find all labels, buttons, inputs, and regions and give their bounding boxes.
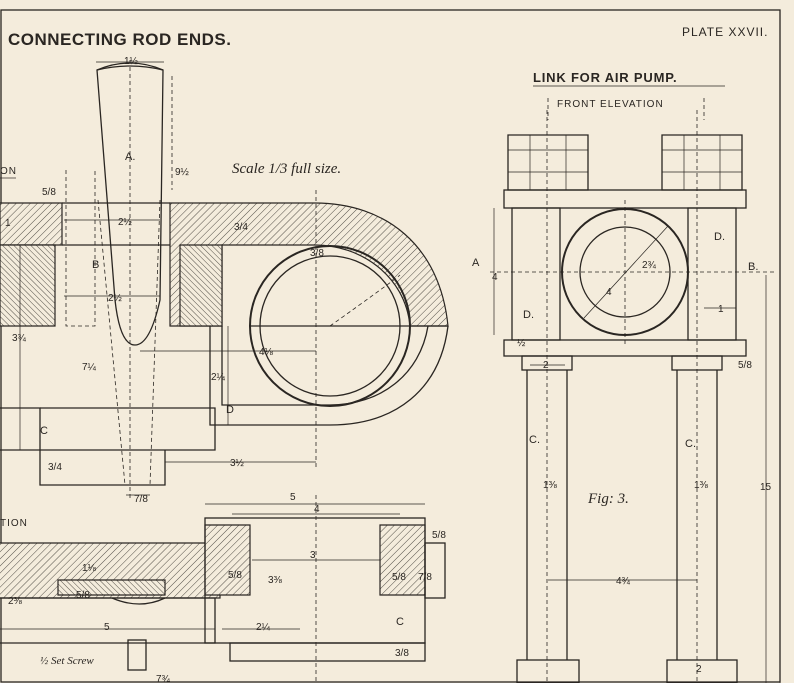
strap-lower-outline: [209, 325, 449, 426]
rod-left-base: [516, 659, 580, 683]
pump-label-d-right: D.: [714, 231, 725, 243]
dim-text-16: 4: [314, 504, 320, 515]
rod-end-plan-view: 5 4 3 3⅜ 5/8 5/8 5/8 7/8 1⅛ 5/8 2⅜ 5 2¼ …: [0, 492, 446, 683]
dim-text-15: 5: [290, 492, 296, 503]
pump-dim-text-4: 1: [718, 304, 724, 315]
strap-brass-section: [179, 244, 223, 327]
dim-text-3: 5/8: [42, 187, 56, 198]
cotter-hidden: [97, 199, 161, 486]
pump-dim-text-3: 4: [606, 287, 612, 298]
dim-text-27: 2¼: [256, 621, 271, 633]
dim-text-13: 3½: [230, 458, 245, 469]
left-view-label-top: ON: [0, 166, 17, 177]
dim-text-21: 5/8: [392, 572, 406, 583]
strap-section-left-lower: [0, 244, 56, 327]
rod-right-base: [666, 659, 738, 683]
dim-text-23: 1⅛: [82, 563, 97, 574]
pump-dim-text-7: 5/8: [738, 360, 752, 371]
plate-number: PLATE XXVII.: [682, 25, 768, 39]
dim-text-26: 5: [104, 622, 110, 633]
nut-left: [507, 134, 589, 191]
radius-line: [329, 274, 401, 327]
connecting-rod-end-view: 1½ 9½ 5/8 2½ 2½ 3/4 3/8 3¾ 7¼ 4⅛ 2¼ 3/4 …: [0, 56, 449, 505]
plan-rod-body: [0, 597, 216, 644]
left-view-label-bottom: TION: [0, 518, 28, 529]
air-pump-link-view: LINK FOR AIR PUMP. FRONT ELEVATION: [472, 70, 775, 683]
pump-dim-text-1: 4: [492, 272, 498, 283]
bush-base: [229, 642, 426, 662]
dim-text-30: 1: [5, 218, 11, 229]
pump-label-c-right: C.: [685, 438, 696, 450]
pump-dim-text-9: 1⅜: [694, 480, 709, 491]
scale-note: Scale 1/3 full size.: [232, 161, 341, 177]
dim-text-29: 7¾: [156, 674, 171, 683]
pump-dim-text-11: 4¾: [616, 576, 631, 587]
dim-text-20: 5/8: [228, 570, 242, 581]
pump-title: LINK FOR AIR PUMP.: [533, 70, 677, 85]
dim-text-19: 5/8: [432, 530, 446, 541]
strap-edges: [62, 202, 170, 246]
pump-dim-text-2: 2¾: [642, 260, 657, 271]
plan-cotter-section: [57, 579, 166, 596]
dim-text-14: 7/8: [134, 494, 148, 505]
dim-text-25: 2⅜: [8, 596, 23, 607]
pump-dim-text-6: 2: [543, 360, 549, 371]
pump-subtitle: FRONT ELEVATION: [557, 99, 664, 110]
bush-flange: [424, 542, 446, 599]
nut-right-facets: [662, 135, 742, 190]
rod-body-main: [40, 407, 216, 451]
rod-left: [526, 370, 568, 660]
dim-text-12: 3/4: [48, 462, 62, 473]
pump-dim-text-5: ½: [517, 338, 526, 349]
dim-text-2: 9½: [175, 167, 190, 178]
dim-text-11: 2¼: [211, 371, 226, 383]
link-side-right: [687, 207, 737, 341]
dim-text-24: 5/8: [76, 590, 90, 601]
dim-text-8: 3¾: [12, 333, 27, 344]
rod-right: [676, 370, 718, 660]
dim-text-1: 1½: [124, 56, 139, 67]
link-bore-inner: [579, 226, 671, 318]
dim-text-18: 3⅜: [268, 575, 283, 586]
dim-text-9: 7¼: [82, 361, 97, 373]
set-screw: [127, 639, 147, 671]
pump-label-c-left: C.: [529, 434, 540, 446]
bush-right-section: [379, 524, 426, 596]
gib: [65, 170, 96, 327]
plate-title: CONNECTING ROD ENDS.: [8, 30, 231, 49]
dim-text-17: 3: [310, 550, 316, 561]
label-d: D: [226, 404, 234, 416]
pump-label-b: B.: [748, 261, 758, 273]
nut-right: [661, 134, 743, 191]
label-c: C: [40, 425, 48, 437]
set-screw-head: [111, 597, 166, 605]
link-diameter-line: [583, 225, 669, 319]
plan-label-c: C: [396, 616, 404, 628]
rod-foot: [39, 450, 166, 486]
pump-dim-text-8: 1⅜: [543, 480, 558, 491]
figure-label: Fig: 3.: [587, 491, 629, 507]
pump-dim-text-12: 2: [696, 664, 702, 675]
link-side-left: [511, 207, 561, 341]
set-screw-note: ½ Set Screw: [40, 655, 94, 667]
dim-text-6: 3/4: [234, 222, 248, 233]
pump-label-d-left: D.: [523, 309, 534, 321]
cotter-head: [96, 65, 164, 71]
dim-text-5: 2½: [108, 293, 123, 304]
dim-text-22: 7/8: [418, 572, 432, 583]
dim-text-28: 3/8: [395, 648, 409, 659]
label-b: B: [92, 259, 99, 271]
dim-text-7: 3/8: [310, 248, 324, 259]
label-a: A.: [125, 151, 135, 163]
pump-dim-text-10: 15: [760, 482, 772, 493]
pump-label-a: A: [472, 257, 480, 269]
strap-lower-inner: [221, 325, 429, 406]
dim-text-4: 2½: [118, 217, 133, 228]
nut-left-facets: [508, 135, 588, 190]
dim-text-10: 4⅛: [259, 347, 274, 358]
bush-left-section: [204, 524, 251, 596]
link-top-plate: [503, 189, 747, 209]
